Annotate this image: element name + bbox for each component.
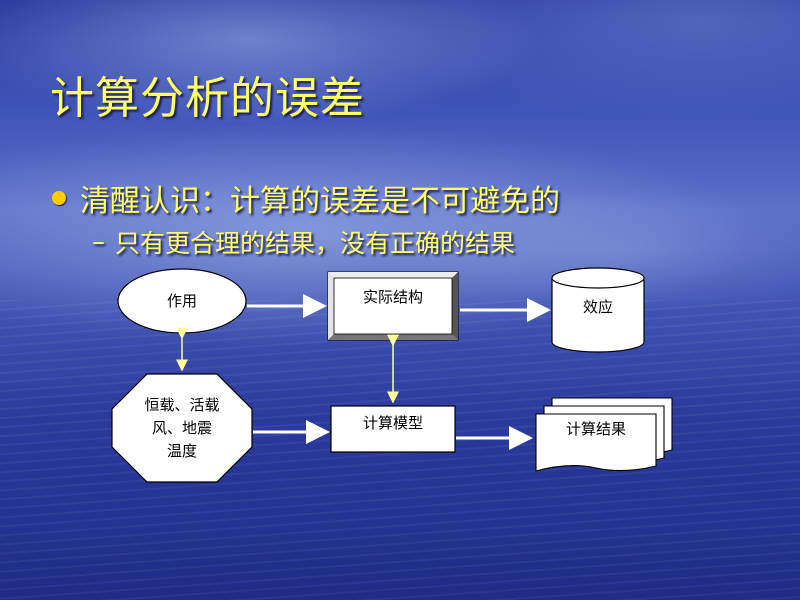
sub-bullet-text: 只有更合理的结果，没有正确的结果 bbox=[115, 229, 516, 258]
sub-bullet-dash: – bbox=[92, 227, 105, 257]
sub-bullet-item: – 只有更合理的结果，没有正确的结果 bbox=[92, 224, 515, 260]
loads-label-line3: 温度 bbox=[166, 442, 197, 460]
actual-structure-box bbox=[327, 271, 459, 341]
effect-label: 效应 bbox=[582, 298, 613, 316]
calc-model-label: 计算模型 bbox=[362, 414, 423, 432]
loads-label-line2: 风、地震 bbox=[151, 419, 212, 437]
calc-model-box bbox=[330, 405, 456, 453]
bullet-dot-icon bbox=[52, 191, 66, 205]
loads-octagon bbox=[111, 373, 253, 483]
bullet-item: 清醒认识：计算的误差是不可避免的 bbox=[52, 176, 560, 220]
bullet-text: 清醒认识：计算的误差是不可避免的 bbox=[80, 184, 560, 219]
effect-cylinder bbox=[551, 267, 645, 353]
calc-result-label: 计算结果 bbox=[565, 420, 626, 438]
loads-label-line1: 恒载、活载 bbox=[144, 396, 220, 414]
actual-structure-label: 实际结构 bbox=[362, 288, 423, 306]
calc-result-documents bbox=[535, 397, 673, 472]
slide-title: 计算分析的误差 bbox=[50, 73, 365, 124]
action-label: 作用 bbox=[166, 292, 197, 310]
